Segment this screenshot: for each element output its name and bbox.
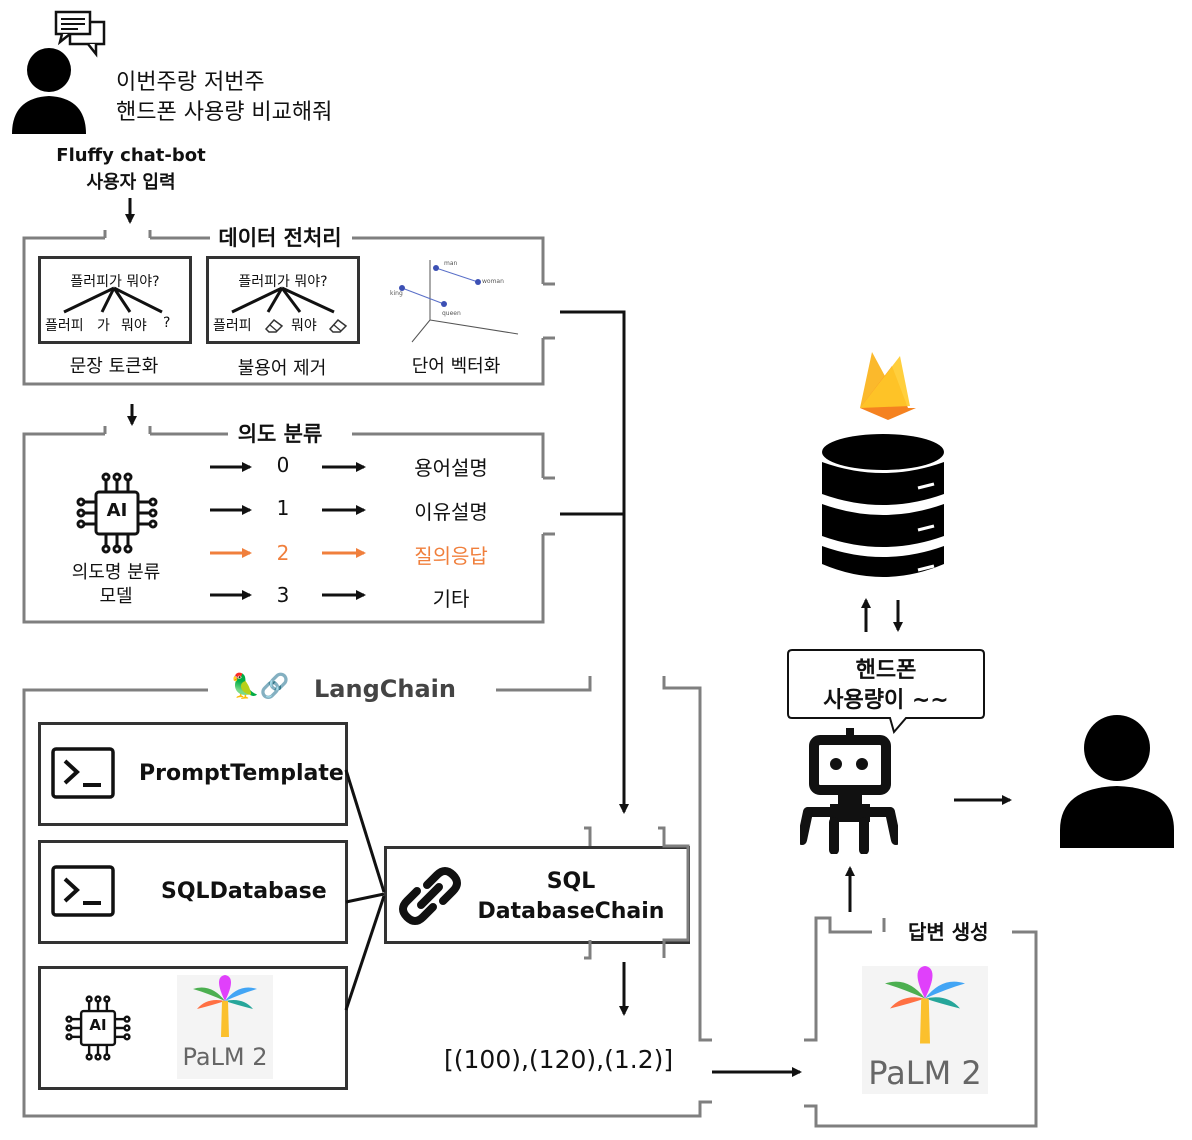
prompt-template-box: PromptTemplate [38, 722, 348, 826]
ai-chip-icon: AI [65, 995, 131, 1061]
vector-word: queen [442, 310, 461, 317]
answer-title: 답변 생성 [908, 920, 989, 944]
chain-label-line2: DatabaseChain [477, 899, 665, 924]
terminal-icon [51, 747, 115, 799]
terminal-icon [51, 865, 115, 917]
preprocessing-title: 데이터 전처리 [214, 222, 346, 252]
token: 뭐야 [291, 318, 317, 334]
token: 가 [97, 318, 110, 334]
intent-class-id: 0 [276, 453, 290, 477]
intent-class-label: 용어설명 [414, 456, 488, 480]
ai-chip-text: AI [89, 1016, 107, 1034]
firebase-icon [852, 348, 924, 422]
stopword-box: 플러피가 뭐야? 플러피 뭐야 [206, 256, 360, 344]
database-icon [820, 432, 946, 584]
palm-logo: PaLM 2 [177, 975, 273, 1079]
user-query-line2: 핸드폰 사용량 비교해줘 [116, 100, 333, 125]
token: 뭐야 [121, 318, 147, 334]
bot-speech-line1: 핸드폰 [855, 658, 917, 683]
palm-label: PaLM 2 [868, 1054, 982, 1092]
prompt-template-label: PromptTemplate [139, 761, 344, 786]
vector-word: king [390, 290, 403, 297]
eraser-icon [327, 317, 349, 333]
tokenize-caption: 문장 토큰화 [69, 356, 159, 377]
intent-class-id: 1 [276, 496, 290, 520]
vectorize-caption: 단어 벡터화 [411, 356, 501, 377]
token: 플러피 [45, 318, 84, 334]
user-query-line1: 이번주랑 저번주 [116, 70, 265, 95]
tokenize-box: 플러피가 뭐야? 플러피 가 뭐야 ? [38, 256, 192, 344]
langchain-title: LangChain [314, 675, 456, 703]
token: ? [163, 315, 171, 331]
input-caption-line1: Fluffy chat-bot [56, 145, 206, 166]
eraser-icon [263, 317, 285, 333]
intent-class-id: 3 [276, 583, 290, 607]
intent-class-label: 이유설명 [414, 500, 488, 524]
intent-class-label: 질의응답 [414, 544, 488, 568]
bot-speech-line2: 사용량이 ~~ [823, 688, 949, 713]
vector-word: woman [482, 278, 504, 285]
intent-title: 의도 분류 [233, 418, 327, 448]
robot-icon [797, 728, 901, 855]
intent-model-line2: 모델 [99, 586, 133, 607]
chain-link-icon [397, 863, 463, 929]
word-vector-plot: man woman king queen [384, 256, 520, 344]
vector-word: man [444, 260, 458, 267]
stopword-sentence: 플러피가 뭐야? [238, 274, 328, 290]
palm-logo: PaLM 2 [862, 966, 988, 1094]
end-user-icon [1058, 712, 1176, 848]
input-caption-line2: 사용자 입력 [86, 172, 176, 193]
query-result: [(100),(120),(1.2)] [444, 1045, 674, 1074]
ai-chip-icon: AI [76, 472, 158, 554]
intent-model-line1: 의도명 분류 [71, 562, 161, 583]
ai-chip-text: AI [106, 500, 128, 521]
tokenize-sentence: 플러피가 뭐야? [70, 274, 160, 290]
intent-class-id: 2 [276, 541, 290, 565]
sql-database-chain-box: SQL DatabaseChain [384, 846, 690, 944]
chain-label-line1: SQL [546, 869, 596, 894]
sql-database-label: SQLDatabase [161, 879, 327, 904]
chat-bubbles-icon [52, 8, 108, 58]
palm-label: PaLM 2 [182, 1043, 268, 1071]
intent-class-label: 기타 [432, 587, 470, 611]
langchain-emoji: 🦜🔗 [230, 672, 290, 700]
bot-speech-bubble: 핸드폰 사용량이 ~~ [786, 648, 986, 735]
user-icon [10, 46, 88, 134]
token: 플러피 [213, 318, 252, 334]
palm-box: AI PaLM 2 [38, 966, 348, 1090]
stopword-caption: 불용어 제거 [237, 358, 327, 379]
sql-database-box: SQLDatabase [38, 840, 348, 944]
